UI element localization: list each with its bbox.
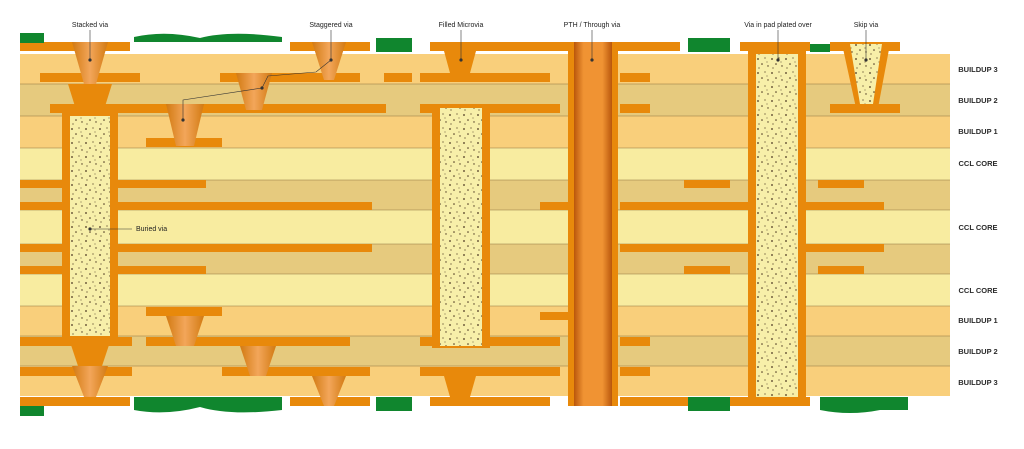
via-in-pad: [748, 44, 806, 397]
stacked-via: [68, 42, 112, 397]
skip-via: [842, 44, 890, 108]
label-via-in-pad: Via in pad plated over: [744, 22, 812, 29]
buried-via: [62, 112, 118, 340]
label-skip-via: Skip via: [854, 22, 879, 29]
layer-label: BUILDUP 1: [958, 316, 997, 325]
label-pth-via: PTH / Through via: [564, 22, 621, 29]
label-filled-microvia: Filled Microvia: [439, 22, 484, 29]
layer-labels: BUILDUP 3 BUILDUP 2 BUILDUP 1 CCL CORE C…: [958, 65, 997, 387]
via-labels: Stacked via Staggered via Filled Microvi…: [72, 22, 878, 233]
layer-label: BUILDUP 2: [958, 347, 997, 356]
pth-through-via: [568, 42, 618, 406]
filled-microvia: [432, 51, 490, 397]
label-buried-via: Buried via: [136, 226, 167, 233]
layer-label: CCL CORE: [958, 223, 997, 232]
solder-mask: [20, 33, 908, 416]
label-staggered-via: Staggered via: [309, 22, 352, 29]
layer-label: BUILDUP 3: [958, 65, 997, 74]
layer-label: BUILDUP 1: [958, 127, 997, 136]
layer-label: BUILDUP 3: [958, 378, 997, 387]
layer-label: CCL CORE: [958, 286, 997, 295]
layer-label: CCL CORE: [958, 159, 997, 168]
layer-label: BUILDUP 2: [958, 96, 997, 105]
staggered-via: [166, 42, 346, 406]
label-stacked-via: Stacked via: [72, 22, 108, 29]
